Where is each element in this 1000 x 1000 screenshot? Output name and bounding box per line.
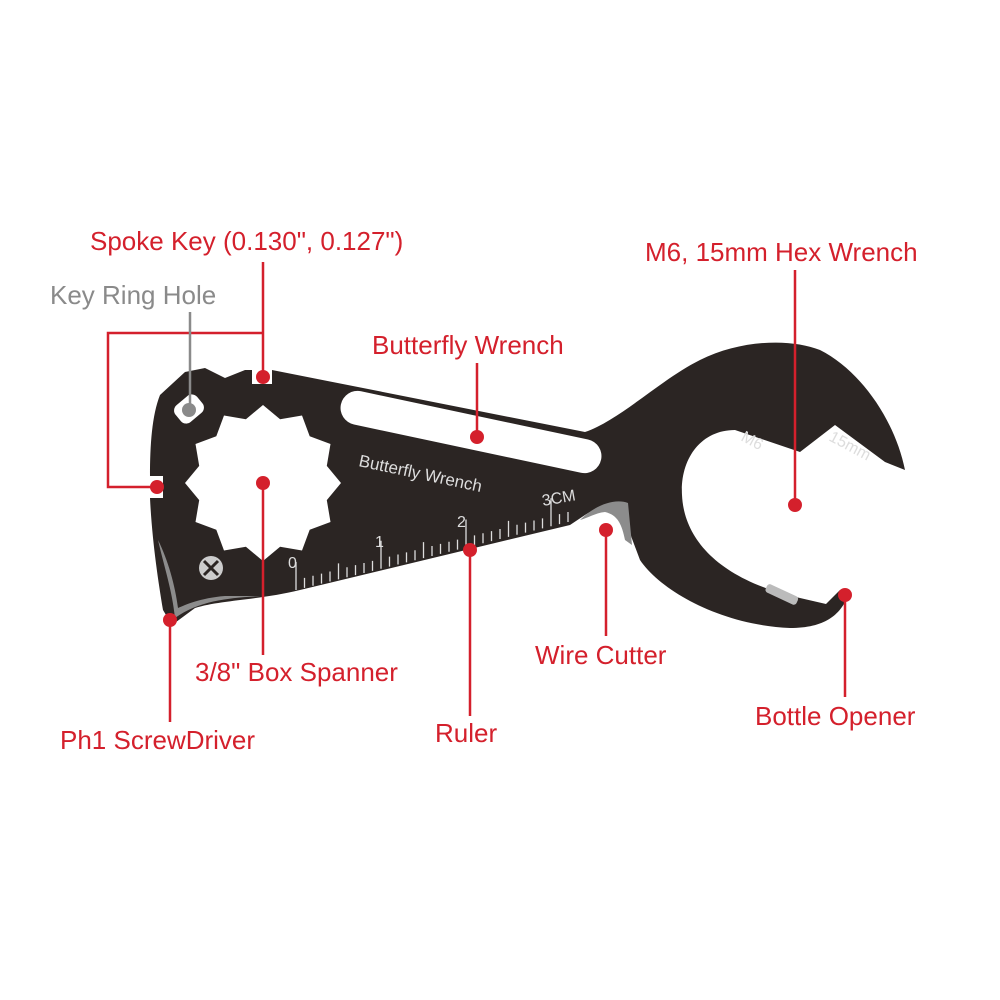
butterfly-slot [340, 390, 602, 474]
label-wire-cutter: Wire Cutter [535, 640, 667, 670]
key-ring-dot [182, 403, 196, 417]
ruler-label-2: 2 [457, 514, 466, 531]
ruler-label-1: 1 [375, 534, 384, 551]
bottle-icon [765, 584, 799, 605]
leader-lines [106, 262, 847, 722]
ruler-ticks [295, 498, 569, 590]
ruler-label-3cm: 3CM [541, 487, 577, 510]
label-hex-wrench: M6, 15mm Hex Wrench [645, 237, 918, 267]
tool-body [150, 342, 905, 628]
ruler-label-0: 0 [288, 555, 297, 572]
label-ruler: Ruler [435, 718, 498, 748]
label-box-spanner: 3/8" Box Spanner [195, 657, 398, 687]
label-bottle-opener: Bottle Opener [755, 701, 916, 731]
label-butterfly-wrench: Butterfly Wrench [372, 330, 564, 360]
marker-dots [150, 370, 852, 627]
screwdriver-edge [158, 540, 260, 618]
label-screwdriver: Ph1 ScrewDriver [60, 725, 256, 755]
label-key-ring-hole: Key Ring Hole [50, 280, 217, 310]
wire-cutter-edge [580, 501, 632, 545]
label-spoke-key: Spoke Key (0.130", 0.127") [90, 226, 404, 256]
